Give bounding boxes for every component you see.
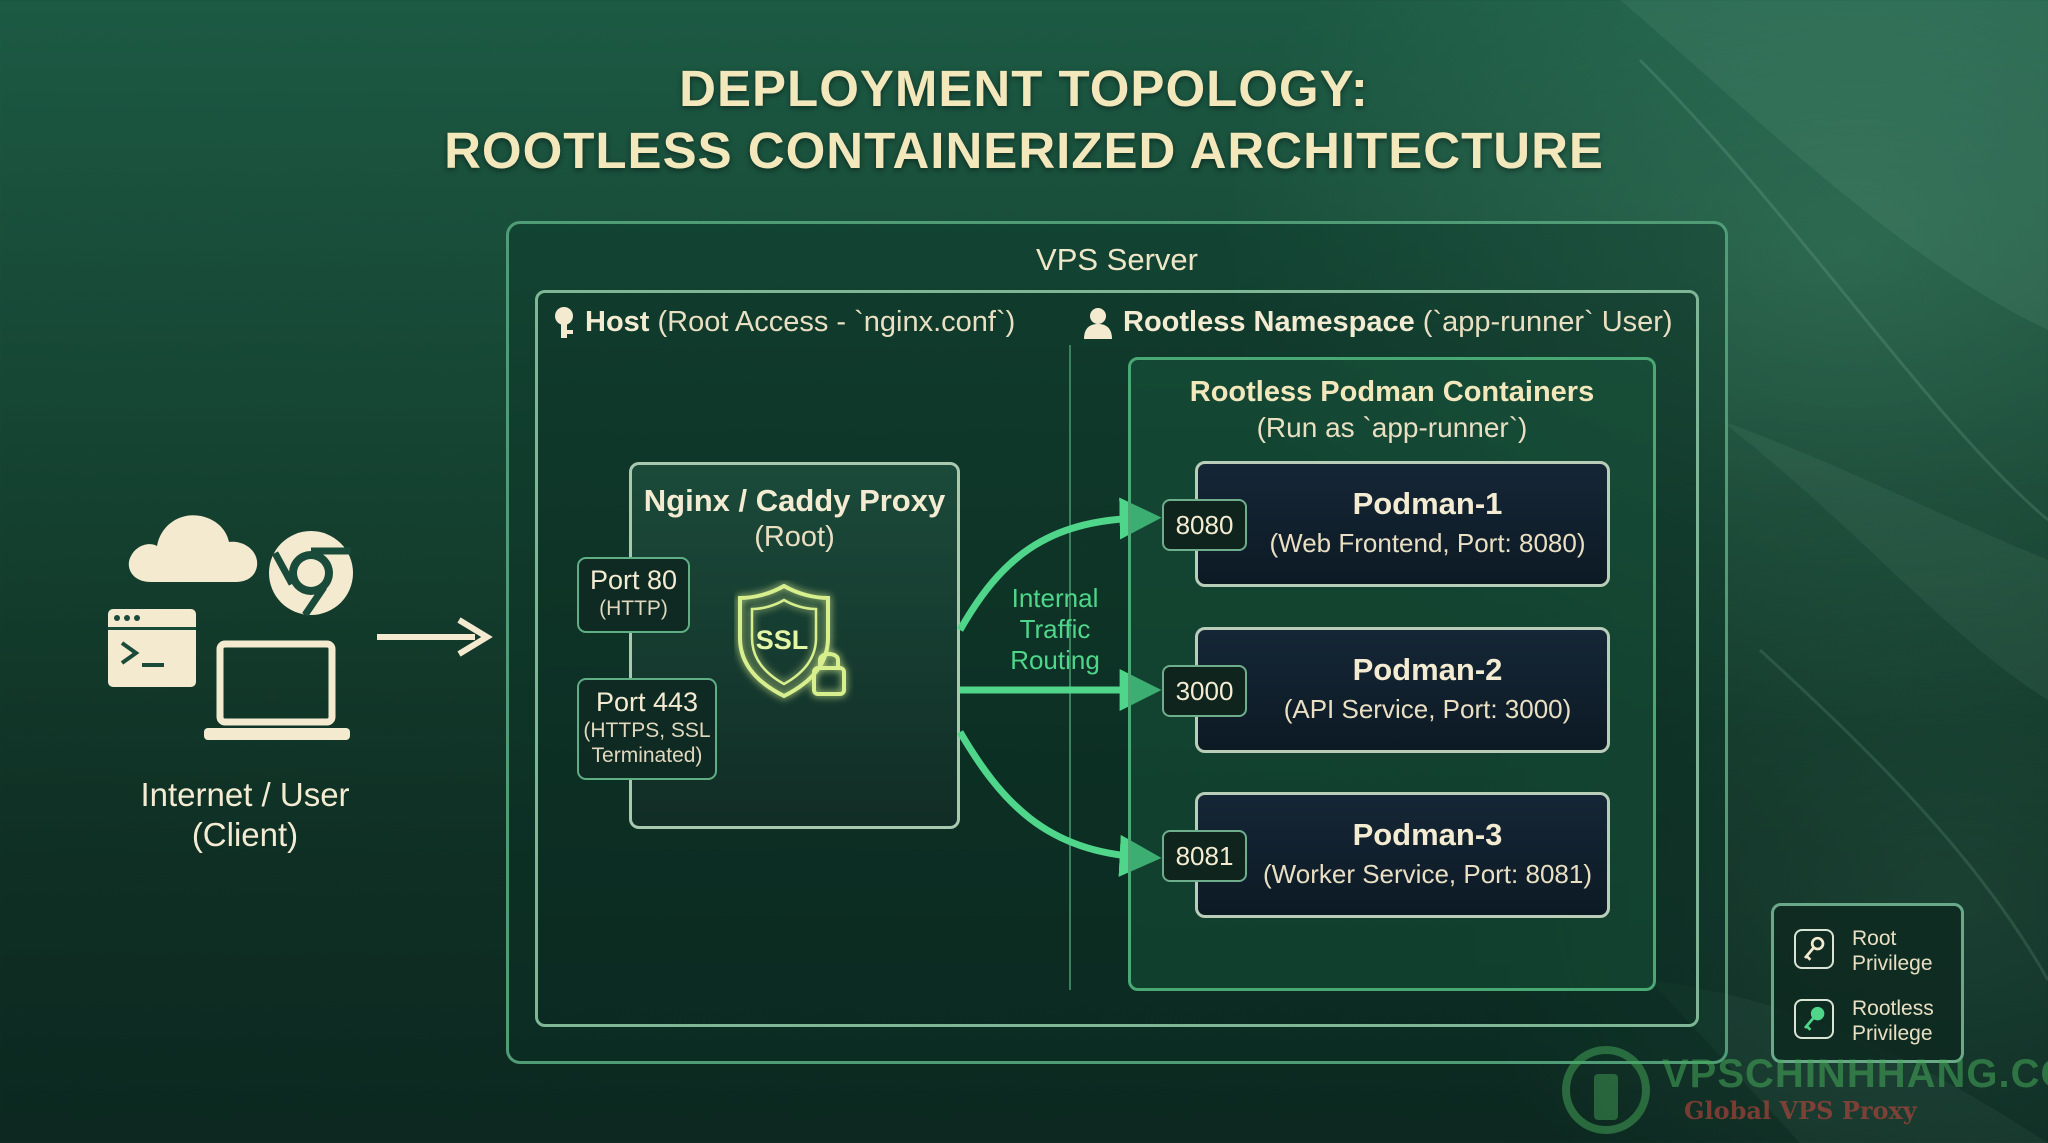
pod-port-badge-3000: 3000 <box>1162 665 1247 717</box>
podman-3-card: Podman-3 (Worker Service, Port: 8081) <box>1195 792 1610 918</box>
pod-name: Podman-2 <box>1352 652 1503 687</box>
key-icon <box>555 307 573 339</box>
pod-port-badge-8080: 8080 <box>1162 499 1247 551</box>
legend-root-privilege: Root Privilege <box>1852 927 1933 975</box>
host-header: Host (Root Access - `nginx.conf`) <box>553 306 1015 340</box>
pod-port-badge-8081: 8081 <box>1162 830 1247 882</box>
legend-rootless-privilege: Rootless Privilege <box>1852 997 1934 1045</box>
namespace-header: Rootless Namespace (`app-runner` User) <box>1083 306 1673 340</box>
containers-title: Rootless Podman Containers <box>1189 376 1595 408</box>
root-privilege-key-icon <box>1794 929 1834 969</box>
pod-description: (API Service, Port: 3000) <box>1283 694 1572 724</box>
laptop-icon <box>204 640 350 740</box>
watermark-brand: VPSCHINHHANG.COM <box>1662 1052 2048 1096</box>
port-443-badge: Port 443 (HTTPS, SSL Terminated) <box>577 678 717 780</box>
watermark: VPSCHINHHANG.COM Global VPS Proxy <box>1560 1040 2048 1140</box>
page-title: DEPLOYMENT TOPOLOGY: ROOTLESS CONTAINERI… <box>0 58 2048 182</box>
pod-name: Podman-3 <box>1352 817 1503 852</box>
pod-description: (Web Frontend, Port: 8080) <box>1269 528 1586 558</box>
privilege-legend: Root Privilege Rootless Privilege <box>1771 903 1964 1063</box>
pod-name: Podman-1 <box>1352 486 1503 521</box>
host-namespace-divider <box>1069 345 1071 990</box>
port-80-badge: Port 80 (HTTP) <box>577 557 690 633</box>
watermark-logo-icon <box>1562 1046 1650 1134</box>
proxy-subtitle: (Root) <box>754 521 835 553</box>
watermark-tagline: Global VPS Proxy <box>1684 1096 1917 1125</box>
proxy-title: Nginx / Caddy Proxy <box>643 483 946 518</box>
terminal-window-icon <box>108 609 196 687</box>
podman-1-card: Podman-1 (Web Frontend, Port: 8080) <box>1195 461 1610 587</box>
vps-server-label: VPS Server <box>1036 242 1198 277</box>
internal-traffic-routing-label: Internal Traffic Routing <box>1010 583 1100 675</box>
client-label: Internet / User (Client) <box>140 776 350 853</box>
chrome-icon <box>269 531 353 617</box>
containers-subtitle: (Run as `app-runner`) <box>1256 412 1528 443</box>
pod-description: (Worker Service, Port: 8081) <box>1263 859 1592 889</box>
podman-2-card: Podman-2 (API Service, Port: 3000) <box>1195 627 1610 753</box>
rootless-privilege-key-icon <box>1794 999 1834 1039</box>
user-icon <box>1084 308 1112 340</box>
cloud-icon <box>128 515 258 582</box>
title-line-2: ROOTLESS CONTAINERIZED ARCHITECTURE <box>444 122 1604 179</box>
client-to-server-arrow <box>377 617 493 657</box>
title-line-1: DEPLOYMENT TOPOLOGY: <box>679 60 1369 117</box>
